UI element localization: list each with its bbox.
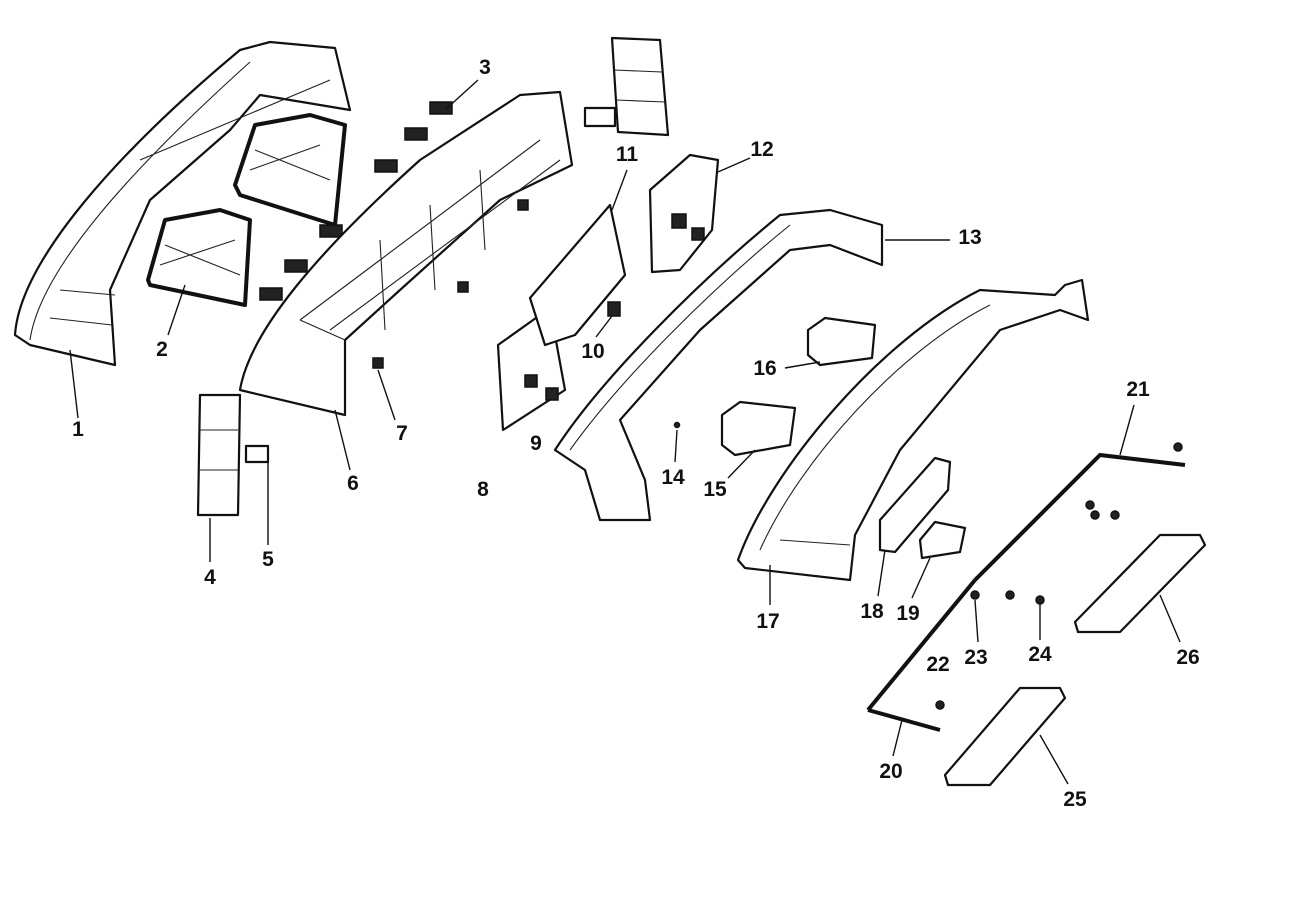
part-2-brackets xyxy=(146,113,347,307)
part-12-panel xyxy=(648,153,720,274)
callout-23: 23 xyxy=(964,646,988,669)
part-25-cover xyxy=(943,686,1067,787)
part-14-screw xyxy=(673,421,681,429)
part-19-switch xyxy=(918,520,967,560)
part-15-block xyxy=(720,400,797,457)
part-18-grille xyxy=(878,456,952,554)
callout-16: 16 xyxy=(753,357,777,380)
part-13-rail xyxy=(553,208,884,522)
part-11-panel xyxy=(528,203,627,347)
callout-18: 18 xyxy=(860,600,884,623)
callout-7: 7 xyxy=(396,422,408,445)
callout-13: 13 xyxy=(958,226,982,249)
callout-4: 4 xyxy=(204,566,216,589)
callout-20: 20 xyxy=(879,760,903,783)
callout-22: 22 xyxy=(926,653,950,676)
part-22-24-fasteners xyxy=(935,442,1183,710)
callout-19: 19 xyxy=(896,602,920,625)
callout-9: 9 xyxy=(530,432,542,455)
part-20-strip xyxy=(866,578,977,732)
callout-10: 10 xyxy=(581,340,605,363)
part-6-frame xyxy=(238,90,574,417)
part-9-10-clips xyxy=(545,227,705,401)
callout-14: 14 xyxy=(661,466,685,489)
callout-25: 25 xyxy=(1063,788,1087,811)
part-1-outer-cover xyxy=(13,40,352,367)
part-3-clips xyxy=(259,101,453,301)
callout-11: 11 xyxy=(615,143,639,166)
callout-5: 5 xyxy=(262,548,274,571)
part-16-block xyxy=(806,316,877,367)
callout-12: 12 xyxy=(750,138,774,161)
leader-lines xyxy=(69,79,1181,785)
callout-6: 6 xyxy=(347,472,359,495)
callout-2: 2 xyxy=(156,338,168,361)
callout-21: 21 xyxy=(1126,378,1150,401)
part-5-connector xyxy=(244,106,617,464)
callout-26: 26 xyxy=(1176,646,1200,669)
part-17-tray xyxy=(736,278,1090,582)
part-26-cover xyxy=(1073,533,1207,634)
callout-1: 1 xyxy=(72,418,84,441)
callout-8: 8 xyxy=(477,478,489,501)
part-7-clips xyxy=(372,199,529,369)
part-4-plate xyxy=(196,36,670,517)
callout-24: 24 xyxy=(1028,643,1052,666)
callout-3: 3 xyxy=(479,56,491,79)
callout-15: 15 xyxy=(703,478,727,501)
callout-17: 17 xyxy=(756,610,780,633)
part-21-strip xyxy=(973,452,1186,582)
